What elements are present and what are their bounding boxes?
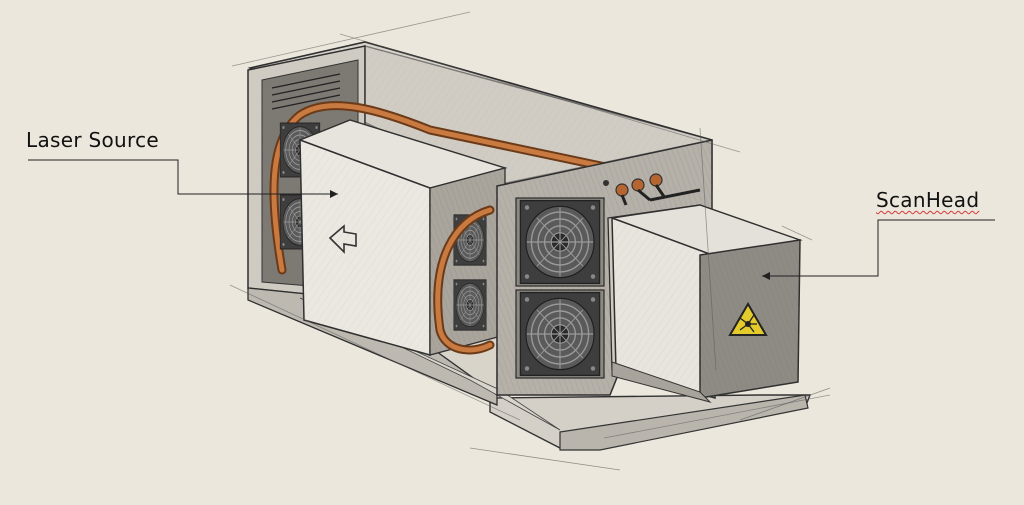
fan-icon — [519, 291, 601, 377]
arrow-left-icon — [328, 224, 357, 254]
leader-lines — [28, 159, 995, 280]
fan-icon — [519, 199, 601, 285]
laser-source-leader — [28, 159, 338, 195]
scan-head-leader — [762, 219, 995, 277]
laser-warning-icon — [728, 302, 768, 336]
scan-head-module — [607, 204, 803, 403]
scan-head-label: ScanHead — [876, 188, 980, 212]
laser-source-label: Laser Source — [26, 128, 159, 152]
coolant-connectors — [603, 173, 701, 206]
